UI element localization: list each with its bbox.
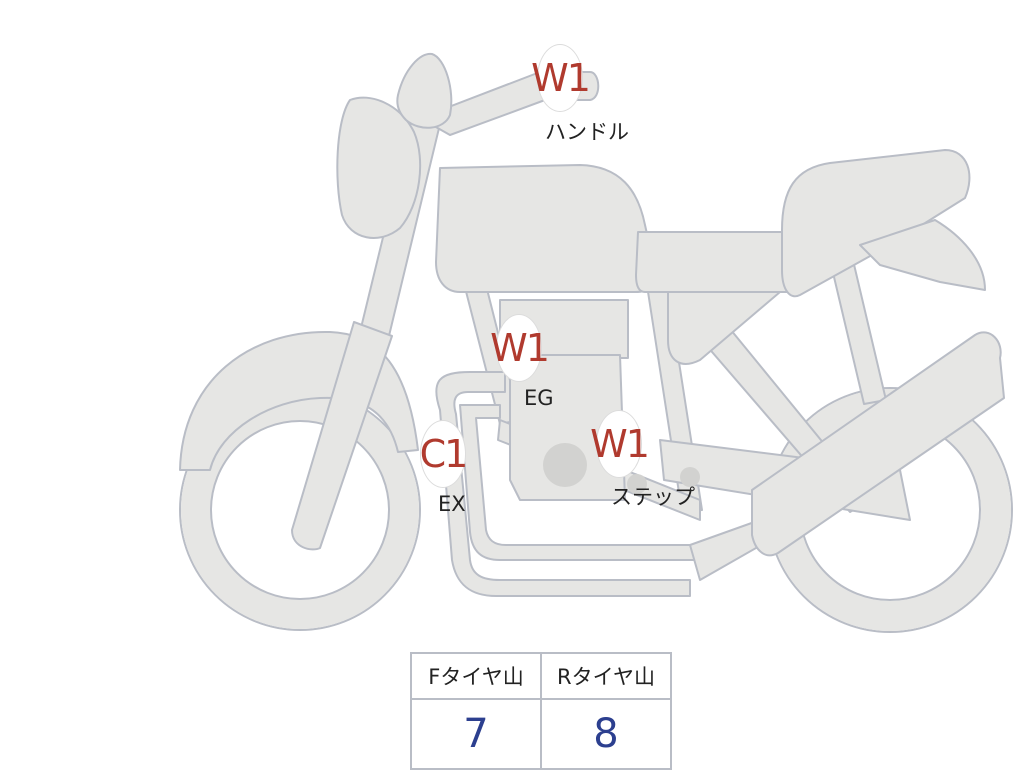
- footpeg-right: [680, 467, 700, 487]
- rear-tyre-value: 8: [540, 698, 672, 770]
- mirror: [396, 52, 453, 129]
- side-cover: [667, 291, 781, 365]
- exhaust-pipe-lower: [435, 371, 691, 597]
- rear-tyre-header: Rタイヤ山: [540, 652, 672, 700]
- seat: [781, 149, 971, 298]
- step-label: ステップ: [611, 485, 695, 509]
- tyre-table-value-row: 7 8: [410, 698, 672, 770]
- engine-label: EG: [524, 386, 554, 410]
- exhaust-marker-code: C1: [419, 432, 469, 476]
- tyre-table-header-row: Fタイヤ山 Rタイヤ山: [410, 652, 672, 700]
- step-marker-code: W1: [590, 422, 650, 466]
- front-tyre-header: Fタイヤ山: [410, 652, 542, 700]
- exhaust-pipe-upper: [459, 404, 701, 561]
- engine-marker-code: W1: [490, 326, 550, 370]
- tail-cowl: [859, 219, 986, 291]
- handle-marker: W1: [531, 44, 591, 112]
- step-marker: W1: [590, 410, 650, 478]
- engine-marker: W1: [490, 314, 550, 382]
- rear-shock: [829, 255, 887, 405]
- fork-lower: [291, 321, 393, 551]
- engine-block: [509, 354, 626, 501]
- handle-label: ハンドル: [545, 120, 629, 144]
- front-tyre-value: 7: [410, 698, 542, 770]
- exhaust-marker: C1: [419, 420, 469, 488]
- footpeg-left: [627, 474, 647, 494]
- fuel-tank: [435, 164, 657, 293]
- muffler: [751, 331, 1005, 557]
- tyre-tread-table: Fタイヤ山 Rタイヤ山 7 8: [410, 652, 672, 770]
- exhaust-label: EX: [438, 492, 466, 516]
- seat-front: [635, 231, 791, 293]
- handle-marker-code: W1: [531, 56, 591, 100]
- engine-cover: [543, 443, 587, 487]
